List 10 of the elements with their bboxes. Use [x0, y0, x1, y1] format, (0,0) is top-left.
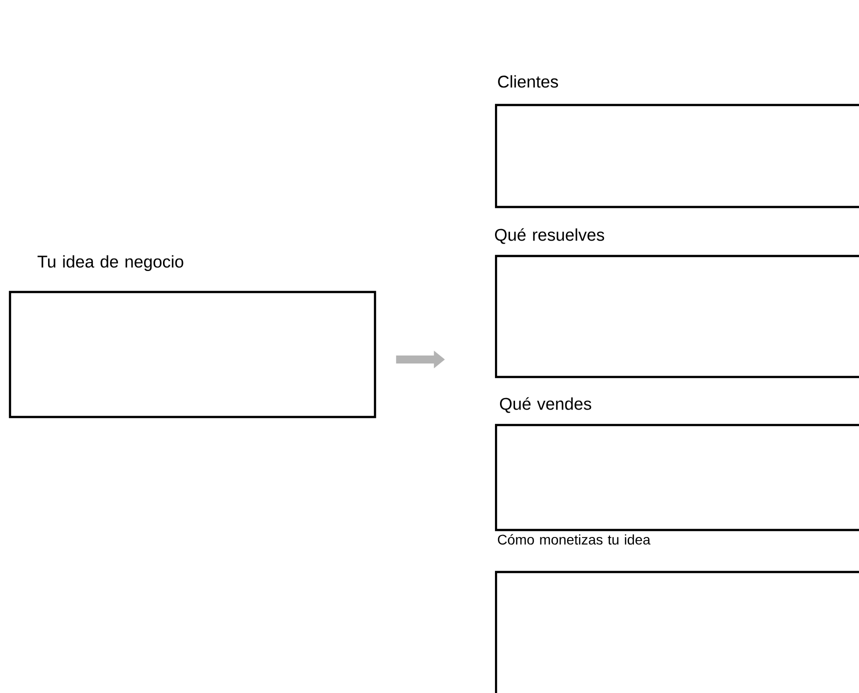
input-box — [494, 75, 859, 208]
input-box — [494, 534, 859, 693]
input-box — [8, 255, 376, 418]
box-heading: Cómo monetizas tu idea — [498, 534, 650, 545]
input-box — [494, 397, 859, 532]
box-heading: Tu idea de negocio — [38, 255, 184, 272]
box-heading: Qué vendes — [500, 397, 592, 413]
input-box — [494, 228, 859, 378]
box-heading: Qué resuelves — [495, 228, 604, 244]
box-heading: Clientes — [498, 75, 558, 88]
